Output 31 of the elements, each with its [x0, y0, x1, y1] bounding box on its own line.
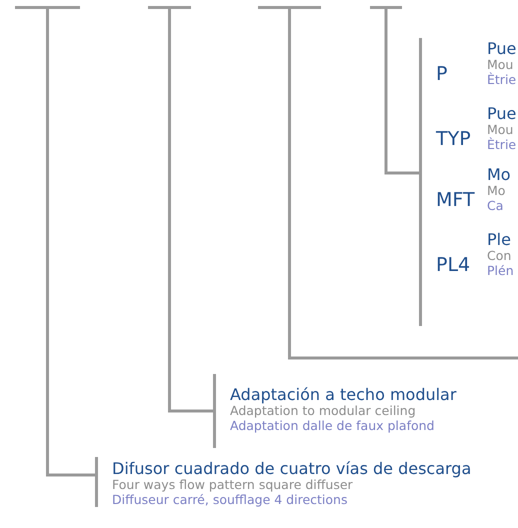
- option-translation: Adaptation dalle de faux plafond: [230, 418, 436, 433]
- option-code: TYP: [436, 128, 471, 150]
- option-translation: Ètrie: [487, 72, 516, 87]
- option-code: PL4: [436, 254, 470, 276]
- header-bar: [370, 6, 402, 9]
- option-translation: Mou: [487, 122, 514, 137]
- bracket-line: [419, 38, 422, 326]
- option-translation: Ètrie: [487, 137, 516, 152]
- header-bar: [258, 6, 321, 9]
- option-translation: Mo: [487, 183, 506, 198]
- option-translation: Con: [487, 248, 512, 263]
- option-code: MFT: [436, 189, 475, 211]
- option-translation: Four ways flow pattern square diffuser: [112, 477, 354, 492]
- option-translation: Diffuseur carré, soufflage 4 directions: [112, 492, 348, 507]
- option-title: Pue: [487, 105, 516, 122]
- option-title: Mo: [487, 166, 511, 183]
- option-translation: Ca: [487, 198, 504, 213]
- option-translation: Mou: [487, 57, 514, 72]
- connector-line: [46, 9, 95, 476]
- option-title: Difusor cuadrado de cuatro vías de descarga: [112, 460, 472, 477]
- option-translation: Plén: [487, 263, 514, 278]
- option-title: Adaptación a techo modular: [230, 386, 458, 403]
- header-bar: [15, 6, 80, 9]
- connector-line: [168, 9, 213, 412]
- option-translation: Adaptation to modular ceiling: [230, 403, 417, 418]
- option-title: Ple: [487, 231, 512, 248]
- option-title: Pue: [487, 40, 516, 57]
- connector-line: [384, 9, 419, 174]
- header-bar: [148, 6, 191, 9]
- option-code: P: [436, 63, 448, 85]
- connector-line: [288, 9, 518, 360]
